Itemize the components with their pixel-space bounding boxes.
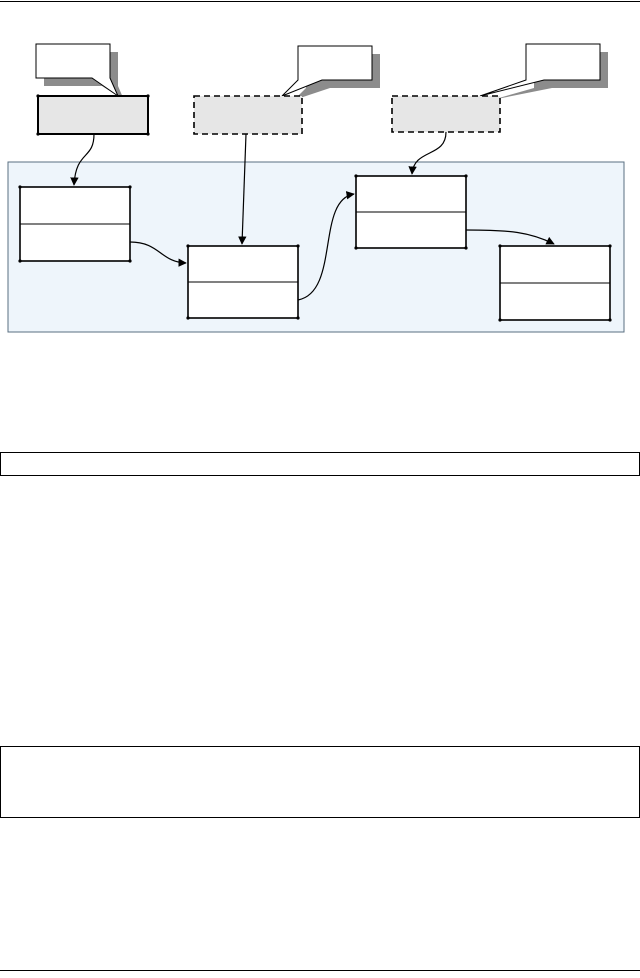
- arrow-node-2-to-node-3: [297, 191, 355, 301]
- top-rule: [0, 1, 640, 2]
- node-3: [355, 175, 467, 249]
- node-4: [499, 245, 611, 321]
- callout-1: [35, 43, 124, 100]
- node-corner-dots: [18, 94, 612, 322]
- bottom-rule: [0, 970, 640, 971]
- pointer-2: [193, 95, 303, 135]
- arrow-pointer-2-to-node-2: [238, 133, 247, 245]
- arrow-node-3-to-node-4: [465, 229, 555, 245]
- arrow-pointer-1-to-node-1: [70, 133, 95, 186]
- node-2: [187, 245, 299, 319]
- callout-2: [281, 45, 380, 100]
- callout-3: [479, 43, 608, 100]
- pointer-1: [37, 95, 149, 135]
- arrow-node-1-to-node-2: [129, 241, 187, 267]
- pointer-3: [391, 95, 501, 133]
- node-1: [19, 186, 131, 262]
- text-frame-2: [0, 746, 640, 818]
- linked-list-diagram: [7, 43, 625, 333]
- arrow-pointer-3-to-node-3: [408, 131, 447, 175]
- text-frame-1: [0, 452, 640, 476]
